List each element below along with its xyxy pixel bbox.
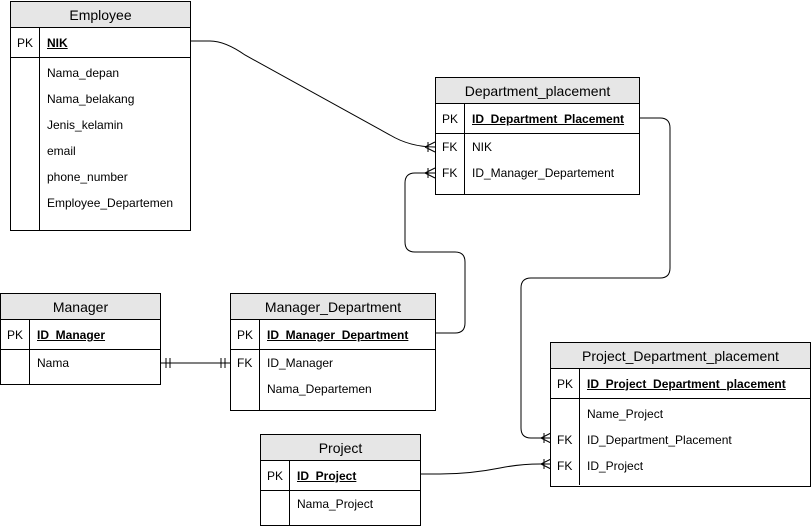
attribute-list: FK ID_Manager Nama_Departemen: [231, 350, 435, 410]
entity-title: Manager_Department: [231, 294, 435, 320]
key-column: FK: [231, 350, 260, 410]
key-column: PK: [551, 369, 580, 398]
pk-label: PK: [557, 377, 574, 391]
field-phone-number: phone_number: [47, 170, 128, 184]
name-column: Nama_depan Nama_belakang Jenis_kelamin e…: [40, 58, 190, 230]
key-column: PK: [11, 28, 40, 57]
pk-row: PK ID_Project: [261, 461, 420, 491]
field-jenis-kelamin: Jenis_kelamin: [47, 118, 124, 132]
pk-label: PK: [267, 469, 284, 483]
crowfoot-dp-nik: [424, 141, 436, 153]
crowfoot-dp-idmanagerdept: [424, 167, 436, 179]
key-column: FK FK: [551, 399, 580, 485]
attribute-list: FK FK NIK ID_Manager_Departement: [436, 134, 639, 194]
entity-project-department-placement[interactable]: Project_Department_placement PK ID_Proje…: [550, 342, 811, 487]
key-column: PK: [261, 461, 290, 490]
name-column: ID_Project_Department_placement: [580, 369, 810, 398]
fk-label: FK: [442, 140, 458, 154]
key-column: [261, 491, 290, 525]
entity-title: Project_Department_placement: [551, 343, 810, 369]
entity-employee[interactable]: Employee PK NIK Nama_depan Nama_belakang…: [10, 1, 191, 231]
key-column: PK: [1, 320, 30, 349]
fk-label: FK: [557, 459, 573, 473]
fk-label: FK: [557, 433, 573, 447]
field-employee-departemen: Employee_Departemen: [47, 196, 174, 210]
field-nama-departemen: Nama_Departemen: [267, 382, 372, 396]
entity-title: Project: [261, 435, 420, 461]
link-employee-to-department-placement: [190, 40, 436, 148]
name-column: Name_Project ID_Department_Placement ID_…: [580, 399, 810, 485]
pk-row: PK NIK: [11, 28, 190, 58]
key-column: [1, 350, 30, 384]
pk-field-id-project-department-placement: ID_Project_Department_placement: [587, 377, 786, 391]
name-column: Nama_Project: [290, 491, 420, 525]
link-project-to-project-dept: [420, 463, 551, 475]
pk-row: PK ID_Manager: [1, 320, 160, 350]
entity-department-placement[interactable]: Department_placement PK ID_Department_Pl…: [435, 77, 640, 195]
pk-row: PK ID_Manager_Department: [231, 320, 435, 350]
fk-label: FK: [237, 356, 253, 370]
name-column: ID_Manager: [30, 320, 160, 349]
attribute-list: FK FK Name_Project ID_Department_Placeme…: [551, 399, 810, 485]
name-column: Nama: [30, 350, 160, 384]
field-nama-depan: Nama_depan: [47, 66, 120, 80]
fk-label: FK: [442, 166, 458, 180]
one-marker-manager: [165, 358, 171, 368]
link-manager-department-to-department-placement: [404, 172, 466, 334]
key-column: FK FK: [436, 134, 465, 194]
field-name-project: Name_Project: [587, 407, 664, 421]
key-column: [11, 58, 40, 230]
name-column: ID_Department_Placement: [465, 104, 639, 133]
key-column: PK: [436, 104, 465, 133]
entity-manager[interactable]: Manager PK ID_Manager Nama: [0, 293, 161, 385]
pk-field-id-manager: ID_Manager: [37, 328, 106, 342]
link-department-placement-to-project-dept: [520, 117, 671, 439]
entity-title: Department_placement: [436, 78, 639, 104]
one-marker-manager-department: [220, 358, 226, 368]
entity-manager-department[interactable]: Manager_Department PK ID_Manager_Departm…: [230, 293, 436, 411]
pk-field-id-department-placement: ID_Department_Placement: [472, 112, 625, 126]
name-column: NIK: [40, 28, 190, 57]
pk-label: PK: [7, 328, 24, 342]
pk-label: PK: [17, 36, 34, 50]
pk-field-nik: NIK: [47, 36, 68, 50]
pk-field-id-project: ID_Project: [297, 469, 357, 483]
entity-title: Manager: [1, 294, 160, 320]
key-column: PK: [231, 320, 260, 349]
entity-title: Employee: [11, 2, 190, 28]
crowfoot-pdp-idproject: [540, 458, 552, 470]
field-id-department-placement: ID_Department_Placement: [587, 433, 732, 447]
entity-project[interactable]: Project PK ID_Project Nama_Project: [260, 434, 421, 526]
name-column: NIK ID_Manager_Departement: [465, 134, 639, 194]
field-id-project: ID_Project: [587, 459, 644, 473]
pk-field-id-manager-department: ID_Manager_Department: [267, 328, 409, 342]
pk-label: PK: [237, 328, 254, 342]
field-id-manager-departement: ID_Manager_Departement: [472, 166, 615, 180]
pk-row: PK ID_Department_Placement: [436, 104, 639, 134]
field-id-manager: ID_Manager: [267, 356, 334, 370]
crowfoot-pdp-iddeptplacement: [540, 432, 552, 444]
attribute-list: Nama_depan Nama_belakang Jenis_kelamin e…: [11, 58, 190, 230]
pk-label: PK: [442, 112, 459, 126]
field-nama-belakang: Nama_belakang: [47, 92, 135, 106]
field-nama-project: Nama_Project: [297, 497, 374, 511]
field-nik: NIK: [472, 140, 493, 154]
attribute-list: Nama: [1, 350, 160, 384]
pk-row: PK ID_Project_Department_placement: [551, 369, 810, 399]
name-column: ID_Manager Nama_Departemen: [260, 350, 435, 410]
attribute-list: Nama_Project: [261, 491, 420, 525]
name-column: ID_Project: [290, 461, 420, 490]
name-column: ID_Manager_Department: [260, 320, 435, 349]
field-nama: Nama: [37, 356, 70, 370]
field-email: email: [47, 144, 76, 158]
